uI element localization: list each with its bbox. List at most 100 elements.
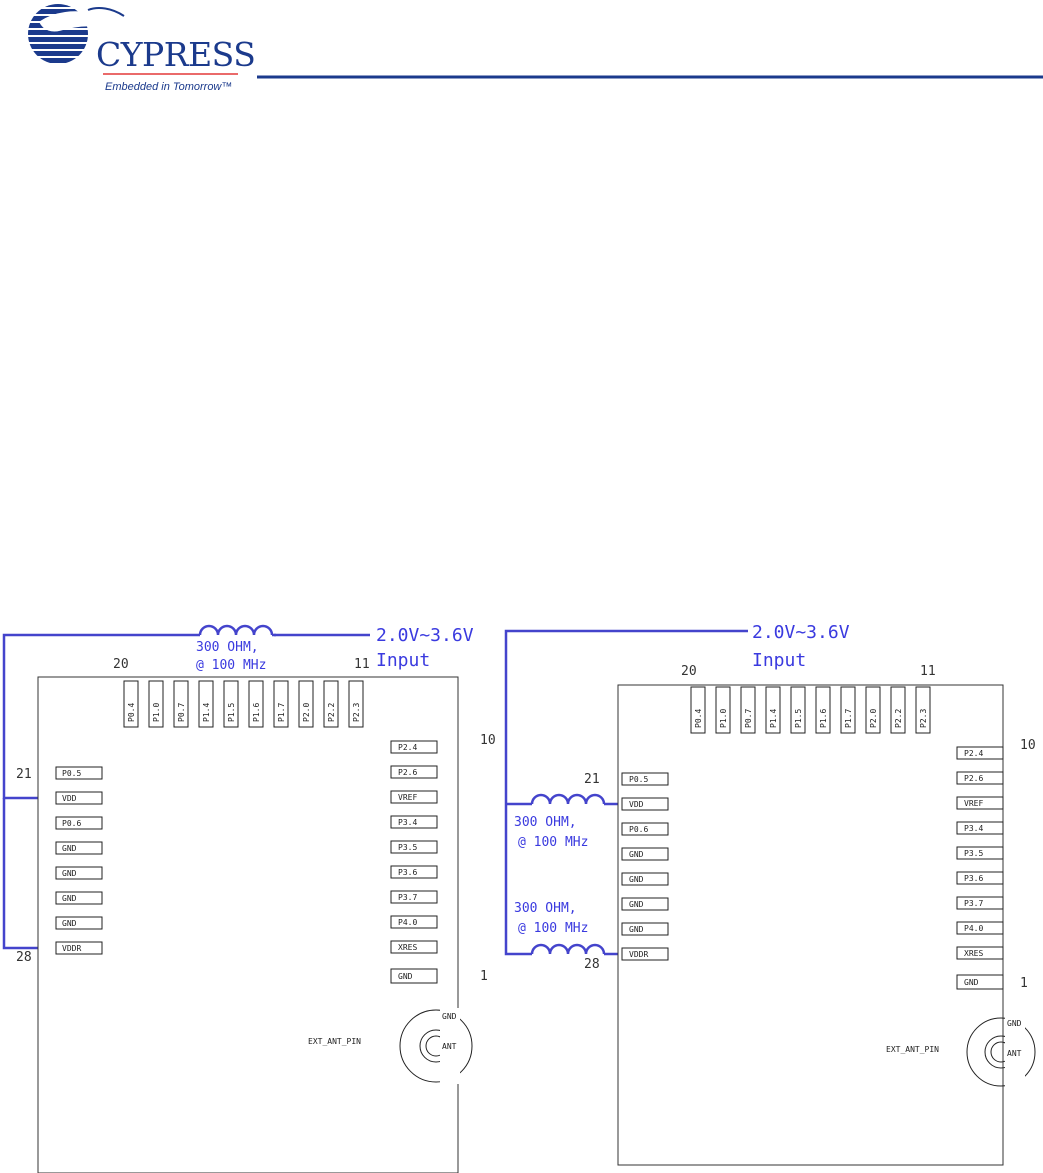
- pin-number-28: 28: [584, 957, 600, 972]
- svg-text:P3.4: P3.4: [398, 818, 417, 827]
- svg-text:P3.7: P3.7: [398, 893, 417, 902]
- pin-number-20: 20: [681, 664, 697, 679]
- svg-text:P3.5: P3.5: [964, 849, 983, 858]
- right-pin: P2.4: [390, 740, 438, 754]
- svg-text:P2.3: P2.3: [352, 703, 361, 722]
- input-label: Input: [376, 650, 430, 671]
- antenna-icon: [399, 1008, 473, 1084]
- left-pin: GND: [55, 891, 103, 905]
- top-pin: P0.4: [123, 680, 139, 728]
- left-pin: GND: [55, 841, 103, 855]
- svg-text:P1.7: P1.7: [844, 709, 853, 728]
- svg-text:P3.4: P3.4: [964, 824, 983, 833]
- top-pin: P2.2: [323, 680, 339, 728]
- right-pin: P3.5: [956, 846, 1004, 860]
- svg-text:P2.3: P2.3: [919, 709, 928, 728]
- pin-number-20: 20: [113, 657, 129, 672]
- top-pin: P0.4: [690, 686, 706, 734]
- cypress-logo: CYPRESS Embedded in Tomorrow™: [28, 4, 256, 93]
- svg-text:GND: GND: [62, 844, 77, 853]
- top-pin: P0.7: [173, 680, 189, 728]
- antenna-ant-label: ANT: [442, 1042, 457, 1051]
- inductor-icon: [198, 624, 274, 636]
- pin-number-11: 11: [354, 657, 370, 672]
- svg-text:P0.7: P0.7: [744, 709, 753, 728]
- pin-number-10: 10: [480, 733, 496, 748]
- right-pin: P3.5: [390, 840, 438, 854]
- inductor-ohm-label: 300 OHM,: [514, 901, 577, 916]
- svg-text:P1.7: P1.7: [277, 703, 286, 722]
- right-pin: P2.6: [390, 765, 438, 779]
- top-pin: P2.2: [890, 686, 906, 734]
- ext-ant-pin-label: EXT_ANT_PIN: [308, 1037, 361, 1046]
- tree-silhouette-icon: [39, 11, 122, 45]
- top-pin: P1.4: [198, 680, 214, 728]
- svg-text:GND: GND: [629, 875, 644, 884]
- right-pin: P4.0: [390, 915, 438, 929]
- svg-text:P0.5: P0.5: [62, 769, 81, 778]
- inductor-icon: [530, 943, 606, 955]
- left-pin: VDDR: [55, 941, 103, 955]
- svg-text:P0.4: P0.4: [127, 703, 136, 722]
- top-pin: P1.5: [790, 686, 806, 734]
- right-pin: VREF: [390, 790, 438, 804]
- svg-text:P2.6: P2.6: [964, 774, 983, 783]
- left-pin: VDDR: [621, 947, 669, 961]
- svg-text:P3.7: P3.7: [964, 899, 983, 908]
- wire-vddr: [2, 798, 52, 950]
- svg-text:P2.4: P2.4: [398, 743, 417, 752]
- brand-tagline: Embedded in Tomorrow™: [105, 81, 232, 93]
- svg-text:P1.6: P1.6: [819, 709, 828, 728]
- left-pin: GND: [621, 872, 669, 886]
- antenna-gnd-label: GND: [1007, 1019, 1022, 1028]
- right-pins: P2.4 P2.6 VREF P3.4 P3.5 P3.6 P3.7 P4.0 …: [956, 746, 1004, 990]
- pin-number-21: 21: [584, 772, 600, 787]
- svg-text:GND: GND: [62, 869, 77, 878]
- svg-text:P1.0: P1.0: [719, 709, 728, 728]
- svg-text:P1.5: P1.5: [227, 703, 236, 722]
- top-pin: P1.6: [248, 680, 264, 728]
- pin-number-11: 11: [920, 664, 936, 679]
- pin-number-1: 1: [480, 969, 488, 984]
- svg-text:VREF: VREF: [964, 799, 983, 808]
- left-pins: P0.5 VDD P0.6 GND GND GND GND VDDR: [55, 766, 103, 955]
- inductor-freq-label: @ 100 MHz: [518, 921, 588, 936]
- inductor-ohm-label: 300 OHM,: [196, 640, 259, 655]
- svg-text:P1.0: P1.0: [152, 703, 161, 722]
- top-pin: P2.0: [865, 686, 881, 734]
- inductor-freq-label: @ 100 MHz: [518, 835, 588, 850]
- svg-text:P3.6: P3.6: [398, 868, 417, 877]
- right-pin: P2.6: [956, 771, 1004, 785]
- svg-text:GND: GND: [398, 972, 413, 981]
- pin-number-1: 1: [1020, 976, 1028, 991]
- svg-text:P2.2: P2.2: [894, 709, 903, 728]
- top-pin: P1.0: [148, 680, 164, 728]
- voltage-label: 2.0V~3.6V: [376, 625, 474, 646]
- svg-text:XRES: XRES: [964, 949, 983, 958]
- input-label: Input: [752, 650, 806, 671]
- svg-text:GND: GND: [629, 900, 644, 909]
- svg-text:P0.7: P0.7: [177, 703, 186, 722]
- left-pin: GND: [55, 866, 103, 880]
- svg-text:P2.0: P2.0: [869, 709, 878, 728]
- right-pin: XRES: [390, 940, 438, 954]
- svg-text:VDDR: VDDR: [62, 944, 81, 953]
- inductor-freq-label: @ 100 MHz: [196, 658, 266, 673]
- svg-text:VREF: VREF: [398, 793, 417, 802]
- left-pin: P0.6: [621, 822, 669, 836]
- svg-text:P3.5: P3.5: [398, 843, 417, 852]
- right-pins: P2.4 P2.6 VREF P3.4 P3.5 P3.6 P3.7 P4.0 …: [390, 740, 438, 984]
- top-pin: P1.7: [273, 680, 289, 728]
- top-pin: P2.0: [298, 680, 314, 728]
- svg-text:P4.0: P4.0: [398, 918, 417, 927]
- ext-ant-pin-label: EXT_ANT_PIN: [886, 1045, 939, 1054]
- antenna-ant-label: ANT: [1007, 1049, 1022, 1058]
- left-pin: P0.5: [55, 766, 103, 780]
- left-pins: P0.5 VDD P0.6 GND GND GND GND VDDR: [621, 772, 669, 961]
- antenna-icon: [966, 1016, 1036, 1088]
- right-pin: P3.6: [956, 871, 1004, 885]
- schematic-left: 2.0V~3.6V Input 300 OHM, @ 100 MHz 20 11…: [2, 624, 496, 1173]
- top-pin: P1.4: [765, 686, 781, 734]
- left-pin: P0.6: [55, 816, 103, 830]
